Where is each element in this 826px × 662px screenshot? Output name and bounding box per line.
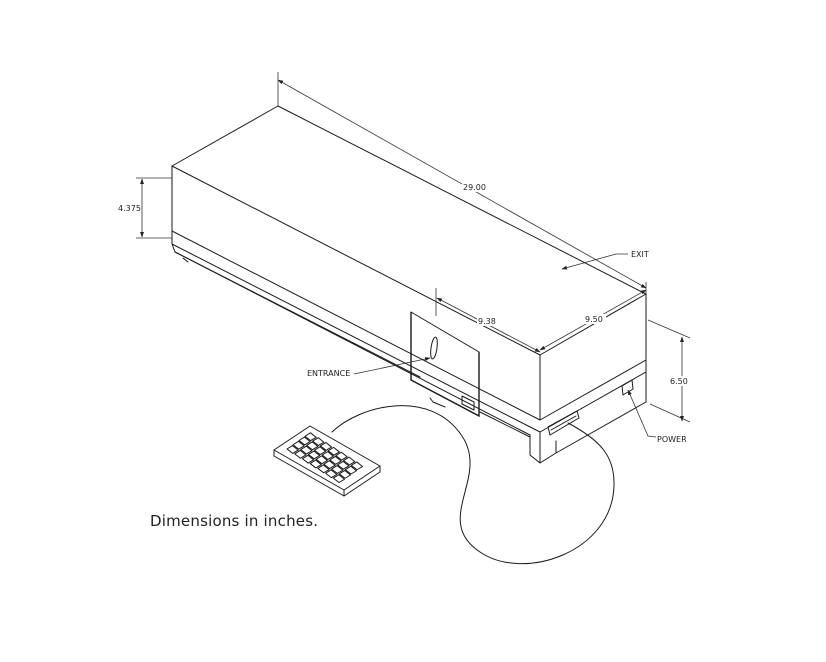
keypad-key xyxy=(309,459,322,469)
keypad-key xyxy=(307,450,321,460)
keypad-key xyxy=(306,441,319,451)
door-handle-icon xyxy=(430,336,438,360)
dim-width-label: 9.50 xyxy=(585,315,603,324)
dim-length-label: 29.00 xyxy=(463,183,486,192)
exit-label: EXIT xyxy=(631,250,649,259)
keypad-key xyxy=(312,437,325,446)
base-edge xyxy=(174,251,421,378)
keypad-key xyxy=(301,454,315,464)
keypad-keys xyxy=(286,432,363,483)
keypad-cable xyxy=(331,405,615,565)
dimension-lines xyxy=(136,72,691,423)
lower-base xyxy=(171,230,647,464)
base-edge-2 xyxy=(479,411,531,438)
power-switch xyxy=(621,379,634,396)
keypad-key xyxy=(329,455,342,465)
entrance-door xyxy=(410,311,480,417)
power-label: POWER xyxy=(657,435,687,444)
keypad-key xyxy=(344,465,357,475)
dim-door-width-label: 9.38 xyxy=(478,317,496,326)
keypad-key xyxy=(327,446,340,456)
entrance-door-edge xyxy=(410,312,480,418)
keypad-key xyxy=(335,451,348,461)
keypad-key xyxy=(343,456,356,466)
keypad-key xyxy=(313,446,327,456)
caption: Dimensions in inches. xyxy=(150,512,319,530)
upper-front-face xyxy=(171,165,541,421)
door-label-plate xyxy=(461,395,475,411)
keypad-key xyxy=(350,461,363,471)
exit-leader xyxy=(561,253,628,270)
keypad-key xyxy=(337,460,350,470)
keypad-key xyxy=(294,449,307,459)
right-end-face xyxy=(539,293,647,421)
entrance-leader xyxy=(353,357,431,375)
keypad-key xyxy=(300,445,313,455)
keypad-key xyxy=(317,464,330,474)
keypad-key xyxy=(319,442,333,451)
keypad-key xyxy=(292,440,305,450)
enclosure xyxy=(171,105,647,464)
dim-height-total-label: 6.50 xyxy=(670,377,688,386)
keypad-key xyxy=(304,432,317,442)
entrance-label: ENTRANCE xyxy=(307,369,350,378)
dim-height-upper-label: 4.375 xyxy=(118,204,141,213)
foot-door xyxy=(429,397,446,408)
keypad-key xyxy=(338,469,351,479)
keypad xyxy=(273,425,381,497)
keypad-key xyxy=(321,451,334,460)
keypad-key xyxy=(332,474,345,483)
power-leader xyxy=(627,389,657,438)
keypad-key xyxy=(331,465,344,474)
keypad-key xyxy=(298,436,311,446)
keypad-key xyxy=(323,460,336,470)
keypad-key xyxy=(315,455,328,465)
top-face xyxy=(171,105,647,356)
foot-left xyxy=(182,257,189,263)
keypad-key xyxy=(325,469,338,479)
exit-slot xyxy=(547,410,580,436)
keypad-key xyxy=(286,445,299,454)
